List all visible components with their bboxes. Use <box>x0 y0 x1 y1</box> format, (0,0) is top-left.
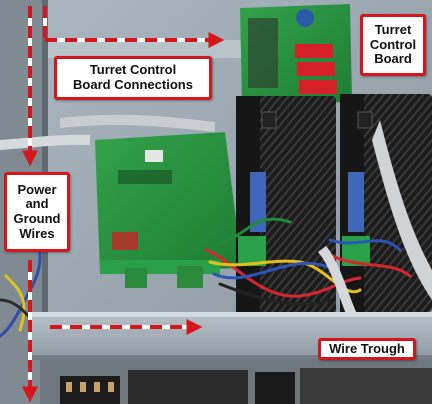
power-and-ground-wires-label: Power and Ground Wires <box>4 172 70 252</box>
wire-trough-label: Wire Trough <box>318 338 416 360</box>
turret-control-board-connections-label: Turret Control Board Connections <box>54 56 212 100</box>
turret-control-board-label: Turret Control Board <box>360 14 426 76</box>
